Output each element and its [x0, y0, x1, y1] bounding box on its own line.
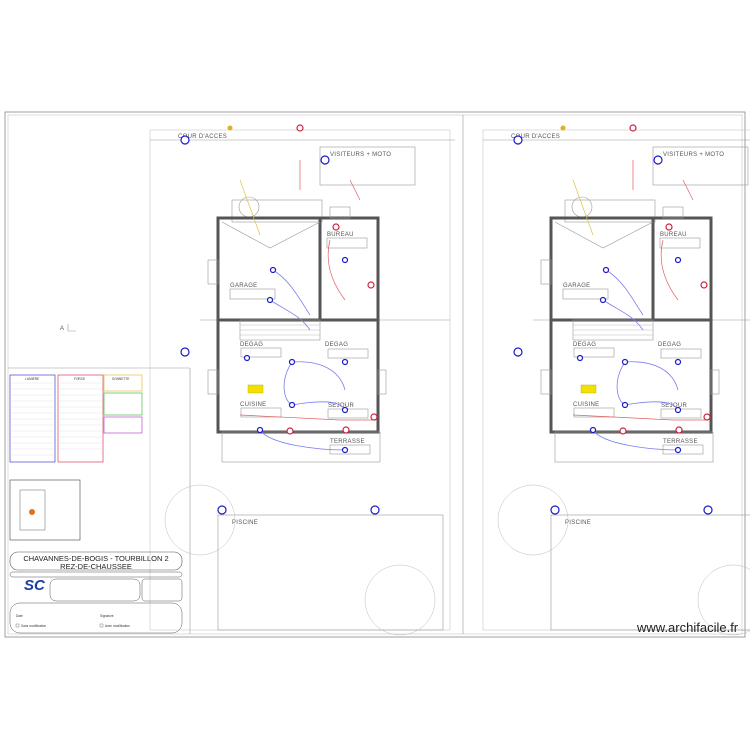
option-sans-modification: Sans modification	[21, 624, 46, 628]
room-label-degag: DEGAG	[240, 342, 263, 348]
legend-title-power: FORCE	[74, 377, 85, 381]
legend: LUMIERE FORCE SONNETTE	[9, 374, 143, 463]
plan-right	[481, 123, 750, 637]
legend-bell	[103, 374, 143, 392]
visitors-area	[319, 146, 416, 186]
watermark: www.archifacile.fr	[636, 620, 739, 635]
date-label: Date	[16, 614, 23, 618]
legend-title-lighting: LUMIERE	[25, 377, 39, 381]
company-logo: SC	[24, 577, 46, 594]
room-label-cuisine: CUISINE	[240, 402, 266, 408]
room-label-piscine: PISCINE	[232, 520, 258, 526]
signature-label: Signature	[100, 614, 114, 618]
project-title: CHAVANNES-DE-BOGIS - TOURBILLON 2	[23, 554, 168, 563]
room-label-terrasse: TERRASSE	[330, 439, 365, 445]
legend-lighting	[9, 374, 56, 463]
section-marker: A	[60, 326, 64, 332]
sheet-frame	[4, 111, 746, 638]
project-subtitle: REZ-DE-CHAUSSEE	[60, 562, 132, 571]
room-label-visitors: VISITEURS + MOTO	[330, 152, 391, 158]
room-label-bureau: BUREAU	[327, 232, 354, 238]
legend-power	[57, 374, 104, 463]
title-block: CHAVANNES-DE-BOGIS - TOURBILLON 2 REZ-DE…	[9, 551, 183, 634]
legend-other	[103, 416, 143, 434]
legend-title-bell: SONNETTE	[112, 377, 129, 381]
room-label-garage: GARAGE	[230, 283, 257, 289]
checkbox-avec-modification[interactable]	[99, 623, 104, 628]
plan-left: VISITEURS + MOTO COUR D'ACCES PISCINE BU…	[149, 124, 455, 636]
room-label-cour: COUR D'ACCES	[178, 134, 227, 140]
option-avec-modification: Avec modification	[105, 624, 130, 628]
panel-icon	[247, 384, 264, 394]
checkbox-sans-modification[interactable]	[15, 623, 20, 628]
room-label-degag-2: DEGAG	[325, 342, 348, 348]
socket-icons	[286, 124, 378, 435]
bell-icon	[227, 125, 233, 131]
legend-network	[103, 392, 143, 416]
light-point-icons	[180, 135, 380, 515]
key-plan-thumbnail	[9, 479, 81, 541]
